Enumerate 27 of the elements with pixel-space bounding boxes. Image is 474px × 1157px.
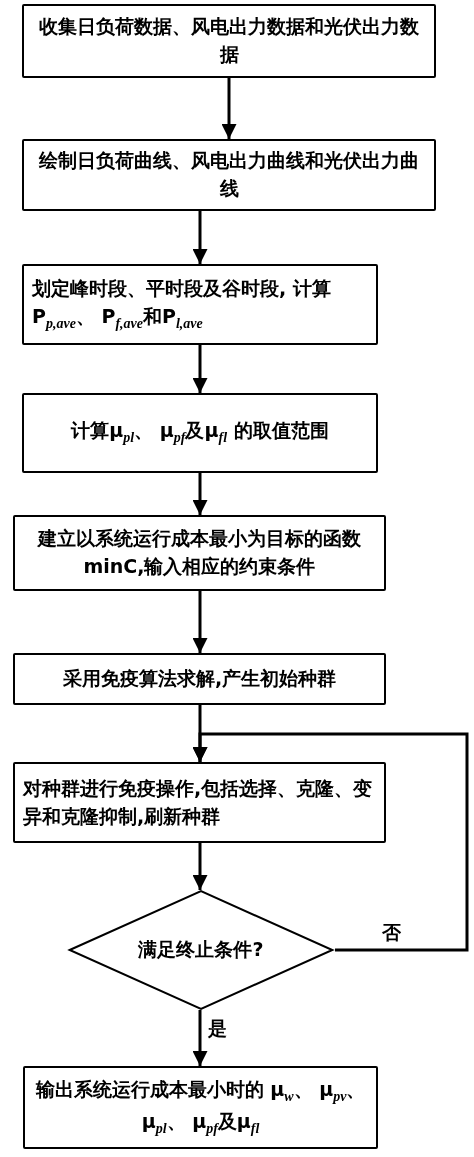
- arrow: [192, 473, 208, 515]
- process-box: [13, 762, 386, 843]
- process-box: [22, 393, 378, 473]
- step-text: 划定峰时段、平时段及谷时段, 计算P$_{p,ave}$、 P$_{f,ave}$和P$_{l,ave}$: [31, 276, 332, 333]
- step-text: 采用免疫算法求解,产生初始种群: [61, 666, 338, 692]
- step-text: 收集日负荷数据、风电出力数据和光伏出力数据: [38, 14, 420, 67]
- step-text: 对种群进行免疫操作,包括选择、克隆、变异和克隆抑制,刷新种群: [21, 775, 374, 829]
- arrow: [192, 1010, 208, 1066]
- step-text: 输出系统运行成本最小时的 μ$_{w}$、 μ$_{pv}$、 μ$_{pl}$、 μ$_{pf}$及μ$_{fl}$: [34, 1077, 367, 1138]
- process-box: [13, 653, 386, 705]
- arrow: [192, 843, 208, 890]
- arrow: [221, 78, 237, 139]
- process-box: [22, 139, 436, 211]
- arrow: [192, 211, 208, 264]
- step-text: 绘制日负荷曲线、风电出力曲线和光伏出力曲线: [38, 148, 420, 201]
- step-text: 建立以系统运行成本最小为目标的函数minC,输入相应的约束条件: [36, 526, 362, 579]
- step-text: 满足终止条件?: [137, 937, 265, 963]
- arrow: [192, 732, 469, 952]
- process-box: [23, 1066, 378, 1149]
- arrow: [192, 591, 208, 653]
- edge-label: 是: [206, 1016, 229, 1042]
- process-box: [22, 4, 436, 78]
- step-text: 计算μ$_{pl}$、 μ$_{pf}$及μ$_{fl}$ 的取值范围: [69, 418, 330, 448]
- arrow: [192, 345, 208, 393]
- process-box: [13, 515, 386, 591]
- decision-diamond: [67, 890, 335, 1010]
- process-box: [22, 264, 378, 345]
